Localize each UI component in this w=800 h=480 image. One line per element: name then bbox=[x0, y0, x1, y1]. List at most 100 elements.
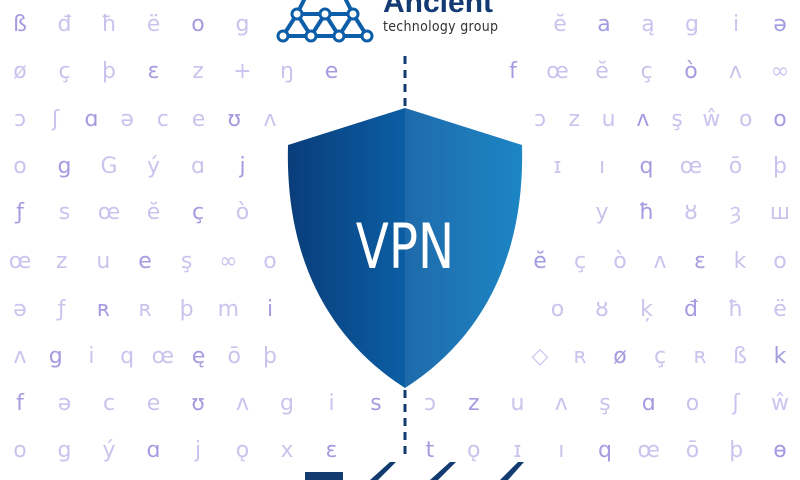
background-glyph: ʌ bbox=[235, 391, 250, 416]
background-glyph: s bbox=[58, 200, 71, 225]
background-glyph: e bbox=[146, 391, 161, 416]
background-glyph: i bbox=[328, 391, 335, 416]
background-glyph: f bbox=[16, 391, 24, 416]
background-glyph: i bbox=[266, 297, 274, 322]
background-glyph: s bbox=[370, 391, 382, 416]
background-glyph: ɔ bbox=[13, 107, 27, 132]
background-glyph: ō bbox=[728, 154, 743, 179]
background-glyph: c bbox=[156, 107, 169, 132]
background-glyph: œ bbox=[546, 59, 569, 84]
logo-network-icon bbox=[276, 0, 374, 43]
background-glyph: ħ bbox=[638, 200, 655, 225]
background-glyph: ʌ bbox=[653, 249, 667, 274]
background-glyph: z bbox=[55, 249, 68, 274]
background-glyph: ę bbox=[191, 344, 206, 369]
vpn-label: VPN bbox=[355, 210, 455, 283]
background-glyph: ɛ bbox=[325, 438, 338, 463]
background-glyph: o bbox=[773, 249, 787, 274]
background-glyph: ë bbox=[146, 12, 161, 37]
background-glyph: o bbox=[13, 438, 27, 463]
background-glyph: o bbox=[191, 12, 205, 37]
background-glyph: g bbox=[57, 438, 72, 463]
background-glyph: ʌ bbox=[263, 107, 277, 132]
background-glyph: j bbox=[194, 438, 202, 463]
background-glyph: ō bbox=[685, 438, 700, 463]
background-glyph: ç bbox=[653, 344, 667, 369]
background-glyph: e bbox=[138, 249, 152, 274]
background-glyph: ǫ bbox=[467, 438, 481, 463]
background-glyph: u bbox=[510, 391, 525, 416]
background-glyph: ʊ bbox=[191, 391, 205, 416]
background-glyph: ʊ bbox=[227, 107, 242, 132]
background-glyph: j bbox=[239, 154, 246, 179]
background-glyph: q bbox=[120, 344, 135, 369]
background-glyph: œ bbox=[8, 249, 32, 274]
background-glyph: ø bbox=[13, 59, 27, 84]
background-glyph: ʀ bbox=[573, 344, 587, 369]
background-glyph: o bbox=[263, 249, 277, 274]
background-glyph: o bbox=[550, 297, 565, 322]
background-glyph: ŵ bbox=[771, 391, 789, 416]
background-glyph: ç bbox=[191, 200, 205, 225]
background-glyph: o bbox=[685, 391, 700, 416]
background-glyph: ʌ bbox=[728, 59, 743, 84]
background-glyph: o bbox=[738, 107, 753, 132]
background-glyph: ∞ bbox=[770, 59, 790, 84]
background-glyph: þ bbox=[179, 297, 194, 322]
background-glyph: ǫ bbox=[235, 438, 250, 463]
background-glyph: ò bbox=[613, 249, 627, 274]
company-logo: Ancient technology group bbox=[275, 0, 535, 48]
background-glyph: ø bbox=[613, 344, 627, 369]
background-glyph: ý bbox=[146, 154, 161, 179]
background-glyph: ç bbox=[58, 59, 71, 84]
background-glyph: t bbox=[425, 438, 435, 463]
background-glyph: ƒ bbox=[16, 200, 24, 225]
background-glyph: ʌ bbox=[554, 391, 568, 416]
background-glyph: ɑ bbox=[146, 438, 161, 463]
background-glyph: ò bbox=[684, 59, 698, 84]
logo-name: Ancient bbox=[383, 0, 494, 19]
background-glyph: ȝ bbox=[729, 200, 742, 225]
background-glyph: ȣ bbox=[684, 200, 698, 225]
background-glyph: ȣ bbox=[595, 297, 609, 322]
background-glyph: þ bbox=[773, 154, 787, 179]
background-glyph: ĕ bbox=[595, 59, 609, 84]
background-glyph: ɪ bbox=[553, 154, 562, 179]
background-glyph: ɔ bbox=[423, 391, 437, 416]
background-glyph: k bbox=[733, 249, 747, 274]
shield-icon bbox=[287, 108, 523, 388]
background-glyph: e bbox=[191, 107, 206, 132]
background-glyph: m bbox=[217, 297, 240, 322]
background-glyph: g bbox=[57, 154, 72, 179]
background-glyph: ʀ bbox=[96, 297, 110, 322]
background-glyph: ʌ bbox=[636, 107, 650, 132]
background-glyph: ʃ bbox=[52, 107, 60, 132]
background-glyph: œ bbox=[97, 200, 121, 225]
background-glyph: ç bbox=[640, 59, 653, 84]
background-glyph: œ bbox=[679, 154, 703, 179]
background-glyph: z bbox=[467, 391, 480, 416]
background-glyph: ç bbox=[573, 249, 587, 274]
background-glyph: e bbox=[324, 59, 339, 84]
background-glyph: ı bbox=[598, 154, 606, 179]
background-glyph: ɔ bbox=[533, 107, 547, 132]
background-glyph: ß bbox=[733, 344, 747, 369]
background-glyph: k bbox=[773, 344, 787, 369]
background-glyph: ò bbox=[235, 200, 250, 225]
background-glyph: þ bbox=[263, 344, 277, 369]
background-glyph: ş bbox=[671, 107, 683, 132]
background-glyph: þ bbox=[102, 59, 116, 84]
background-glyph: ą bbox=[641, 12, 655, 37]
background-glyph: đ bbox=[57, 12, 72, 37]
background-glyph: ʀ bbox=[693, 344, 707, 369]
background-glyph: u bbox=[601, 107, 616, 132]
background-glyph: G bbox=[100, 154, 118, 179]
background-glyph: q bbox=[598, 438, 612, 463]
background-glyph: ħ bbox=[101, 12, 117, 37]
background-glyph: ɵ bbox=[773, 438, 787, 463]
background-glyph: ħ bbox=[727, 297, 744, 322]
background-glyph: ◇ bbox=[531, 344, 549, 369]
background-glyph: ß bbox=[13, 12, 27, 37]
